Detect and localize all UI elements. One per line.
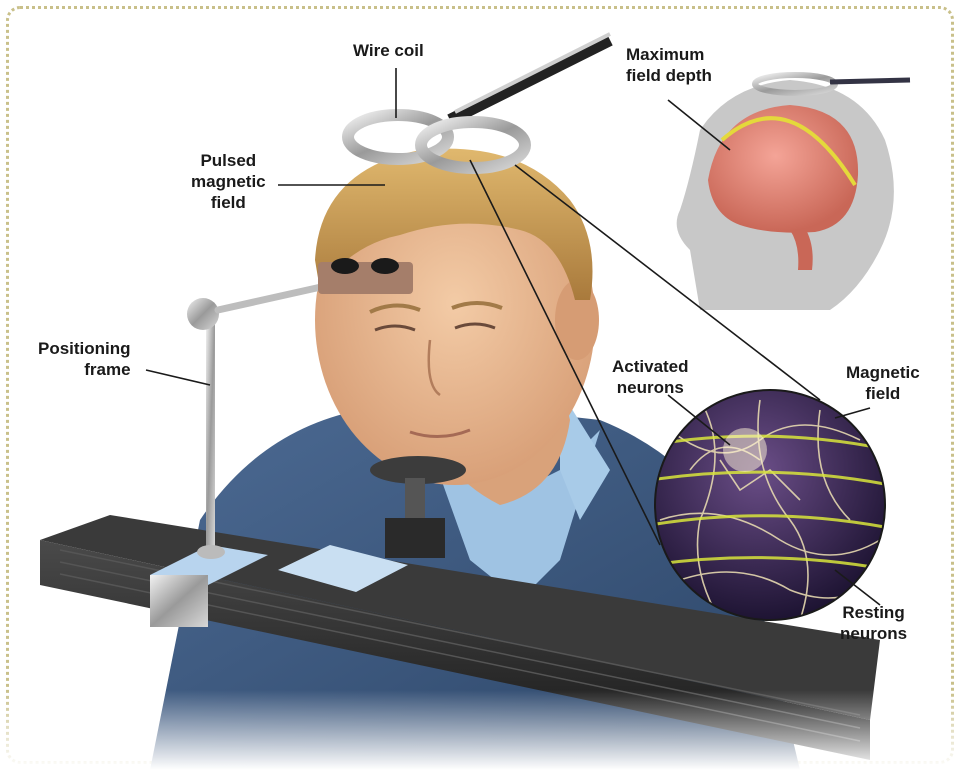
resting-neurons-label: Resting neurons (840, 602, 907, 644)
positioning-frame-label: Positioning frame (38, 338, 131, 380)
wire-coil-label: Wire coil (353, 40, 424, 61)
bottom-fade (0, 690, 960, 770)
max-field-depth-label: Maximum field depth (626, 44, 712, 86)
magnetic-field-label: Magnetic field (846, 362, 920, 404)
activated-neurons-label: Activated neurons (612, 356, 689, 398)
brain-inset (677, 75, 910, 310)
pulsed-field-label: Pulsed magnetic field (191, 150, 266, 213)
